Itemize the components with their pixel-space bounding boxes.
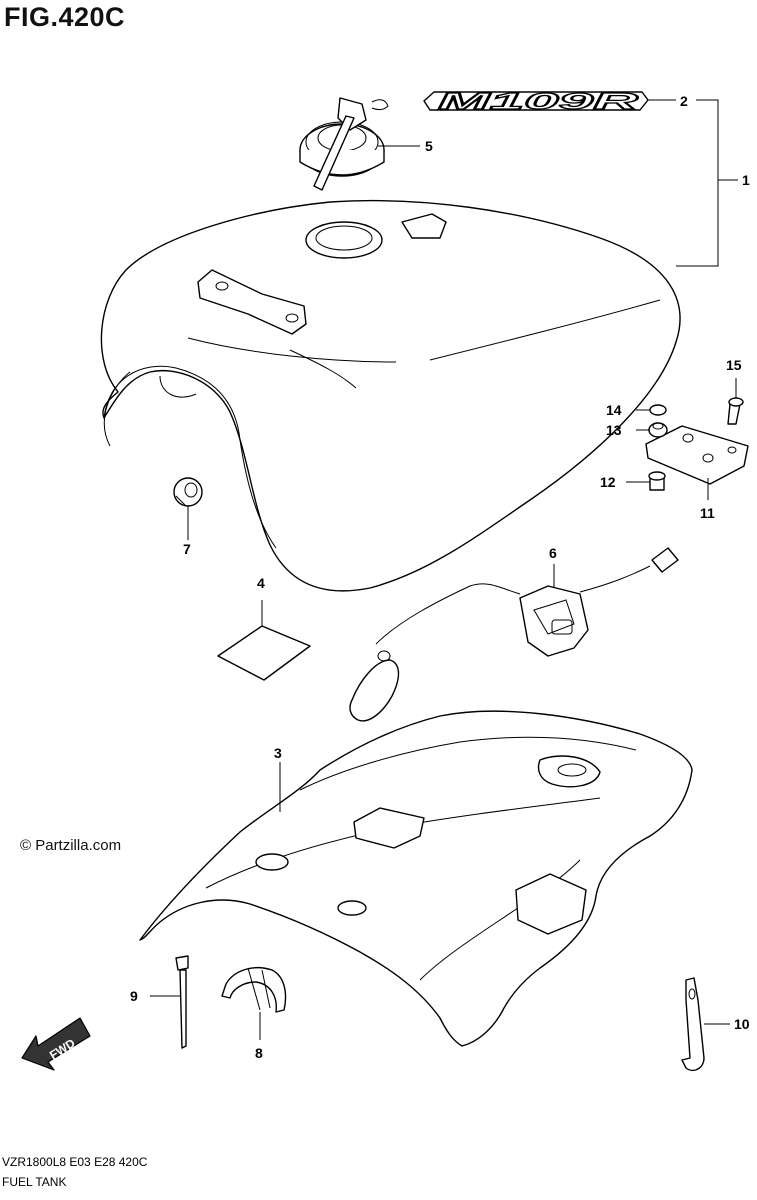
callout-15: 15 bbox=[726, 357, 742, 373]
bolt-part-12[interactable] bbox=[648, 471, 666, 491]
callout-11: 11 bbox=[700, 505, 715, 521]
callout-1: 1 bbox=[742, 172, 750, 188]
bolt-part-15[interactable] bbox=[727, 397, 744, 425]
callout-6: 6 bbox=[549, 545, 557, 561]
callout-9: 9 bbox=[130, 988, 138, 1004]
figure-footer: VZR1800L8 E03 E28 420C FUEL TANK bbox=[2, 1152, 147, 1192]
callout-13: 13 bbox=[606, 422, 622, 438]
watermark: © Partzilla.com bbox=[20, 837, 121, 854]
callout-2: 2 bbox=[680, 93, 688, 109]
callout-7: 7 bbox=[183, 541, 191, 557]
cushion-part-7[interactable] bbox=[173, 477, 203, 507]
emblem-text: M109R bbox=[438, 88, 639, 114]
emblem-part-2[interactable]: M109R bbox=[423, 87, 649, 115]
clamp-part-8[interactable] bbox=[221, 966, 287, 1013]
cover-part-3[interactable] bbox=[139, 710, 693, 1047]
model-code-line: VZR1800L8 E03 E28 420C bbox=[2, 1155, 148, 1169]
bracket-part-11[interactable] bbox=[645, 425, 749, 485]
callout-8: 8 bbox=[255, 1045, 263, 1061]
fuel-pump-part-6[interactable] bbox=[349, 547, 679, 722]
fuel-cap-part-5[interactable] bbox=[299, 97, 389, 191]
callout-12: 12 bbox=[600, 474, 616, 490]
callouts: 1 2 3 4 5 6 7 8 9 10 11 12 13 14 15 bbox=[130, 93, 750, 1061]
cushion-part-13[interactable] bbox=[648, 422, 668, 438]
callout-4: 4 bbox=[257, 575, 265, 591]
callout-5: 5 bbox=[425, 138, 433, 154]
figure-name: FUEL TANK bbox=[2, 1175, 67, 1189]
washer-part-14[interactable] bbox=[649, 404, 667, 416]
clip-part-10[interactable] bbox=[681, 977, 705, 1072]
callout-10: 10 bbox=[734, 1016, 750, 1032]
cable-tie-part-9[interactable] bbox=[175, 955, 189, 1049]
callout-14: 14 bbox=[606, 402, 622, 418]
figure-title: FIG.420C bbox=[4, 2, 126, 32]
fwd-arrow-icon: FWD bbox=[21, 1017, 91, 1071]
label-part-4[interactable] bbox=[217, 625, 311, 681]
leader-lines bbox=[150, 99, 738, 1040]
fuel-tank-part-1[interactable] bbox=[100, 199, 681, 592]
callout-3: 3 bbox=[274, 745, 282, 761]
